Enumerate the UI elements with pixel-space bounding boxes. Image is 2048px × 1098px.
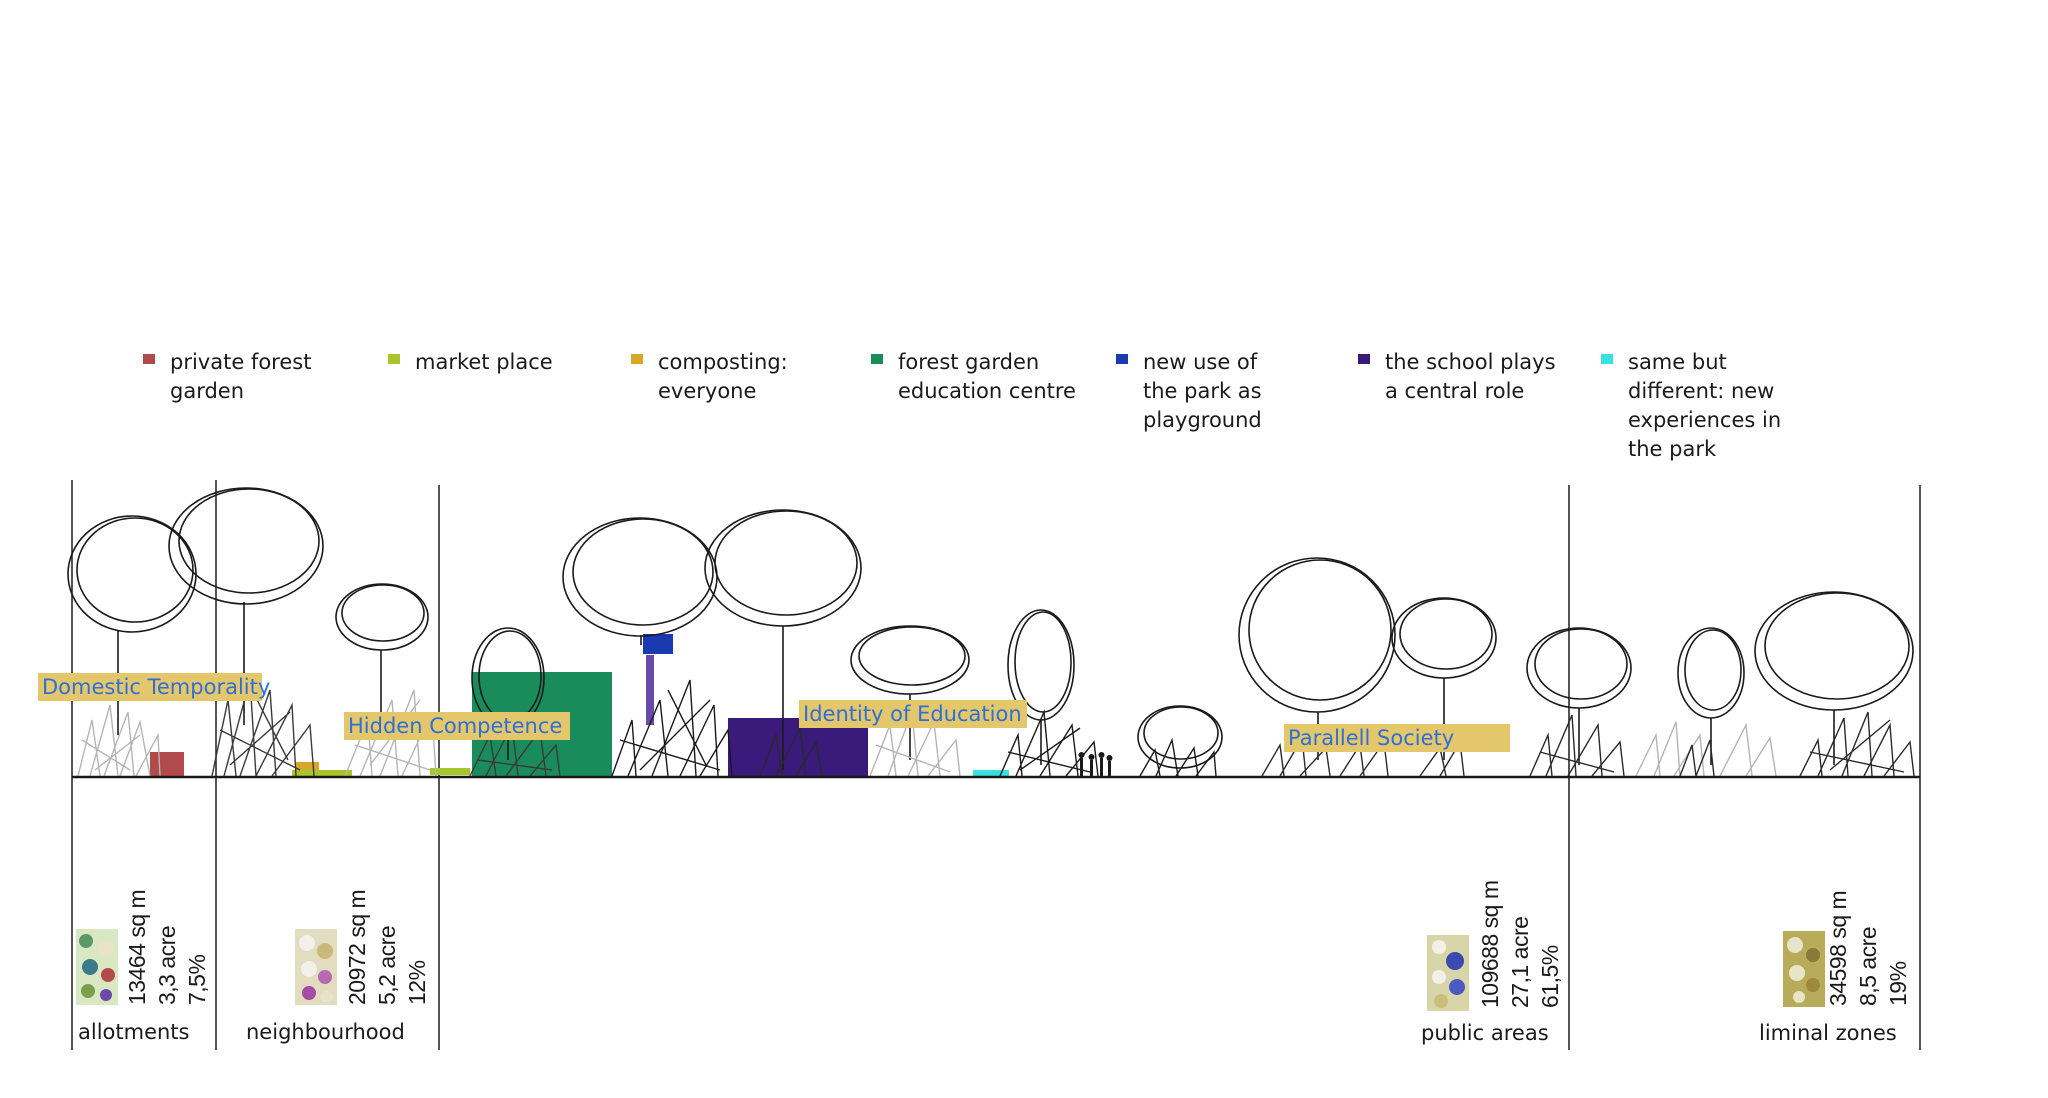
legend-swatch	[631, 354, 643, 364]
tree	[850, 625, 970, 760]
tree	[1137, 705, 1223, 769]
shrub	[1799, 711, 1915, 777]
zone-acre: 5,2 acre	[374, 925, 400, 1005]
theme-label-hidden-competence: Hidden Competence	[344, 712, 570, 740]
legend-swatch	[1116, 354, 1128, 364]
theme-label-parallell-society: Parallell Society	[1284, 724, 1510, 752]
shrub	[1529, 714, 1625, 777]
legend-label: market place	[415, 350, 553, 374]
zone-stats-public-areas: 109688 sq m 27,1 acre 61,5%	[1475, 881, 1565, 1008]
tree	[1754, 591, 1914, 765]
zone-share: 19%	[1885, 961, 1911, 1006]
legend-swatch	[871, 354, 883, 364]
legend-swatch	[1358, 354, 1370, 364]
theme-label-domestic-temporality: Domestic Temporality	[38, 673, 270, 701]
zone-area: 34598 sq m	[1825, 890, 1851, 1006]
legend-label: private forest garden	[170, 350, 312, 403]
zone-thumbnail-allotments	[76, 929, 118, 1005]
zone-area: 20972 sq m	[344, 889, 370, 1005]
tree	[562, 517, 718, 645]
shrub	[759, 725, 823, 777]
legend-label: same but different: new experiences in t…	[1628, 350, 1782, 461]
tree	[1007, 609, 1075, 765]
theme-label-identity-of-education: Identity of Education	[799, 700, 1027, 728]
zone-share: 7,5%	[184, 954, 210, 1005]
legend-label: composting: everyone	[658, 350, 788, 403]
zone-name-neighbourhood: neighbourhood	[246, 1020, 405, 1044]
shrub	[999, 709, 1099, 777]
zone-acre: 27,1 acre	[1507, 916, 1533, 1008]
zone-stats-liminal-zones: 34598 sq m 8,5 acre 19%	[1823, 891, 1913, 1006]
legend-label: forest garden education centre	[898, 350, 1076, 403]
public-areas-plan-thumbnail	[1427, 935, 1469, 1011]
legend-label: new use of the park as playground	[1143, 350, 1262, 432]
zone-area: 109688 sq m	[1477, 880, 1503, 1008]
tree	[1238, 557, 1396, 760]
shrub	[1635, 721, 1777, 777]
zone-name-public-areas: public areas	[1421, 1021, 1549, 1045]
zone-name-allotments: allotments	[78, 1020, 190, 1044]
legend-swatch	[143, 354, 155, 364]
zone-name-liminal-zones: liminal zones	[1759, 1021, 1897, 1045]
neighbourhood-plan-thumbnail	[295, 929, 337, 1005]
shrub	[77, 704, 161, 777]
market-place-block	[295, 762, 319, 772]
playground-ladder	[646, 655, 654, 725]
zone-area: 13464 sq m	[124, 889, 150, 1005]
legend-label: the school plays a central role	[1385, 350, 1556, 403]
zone-stats-allotments: 13464 sq m 3,3 acre 7,5%	[122, 890, 212, 1005]
zone-dividers	[71, 480, 1921, 1050]
new-experience-block	[973, 770, 1009, 776]
market-place-strip-2	[430, 768, 470, 775]
zone-share: 61,5%	[1537, 945, 1563, 1008]
tree	[1526, 627, 1632, 765]
allotments-plan-thumbnail	[76, 929, 118, 1005]
legend-swatch	[1601, 354, 1613, 364]
private-forest-garden-block	[150, 752, 184, 776]
market-place-strip	[292, 770, 352, 776]
zone-acre: 8,5 acre	[1855, 926, 1881, 1006]
zone-thumbnail-neighbourhood	[295, 929, 337, 1005]
tree	[704, 509, 862, 770]
liminal-zones-plan-thumbnail	[1783, 931, 1825, 1007]
zone-thumbnail-public-areas	[1427, 935, 1469, 1011]
legend-swatch	[388, 354, 400, 364]
zone-acre: 3,3 acre	[154, 925, 180, 1005]
zone-share: 12%	[404, 960, 430, 1005]
tree	[1677, 627, 1745, 765]
zone-thumbnail-liminal-zones	[1783, 931, 1825, 1007]
shrub	[611, 679, 733, 777]
shrub	[1679, 739, 1715, 777]
tree	[67, 515, 197, 735]
zone-stats-neighbourhood: 20972 sq m 5,2 acre 12%	[342, 890, 432, 1005]
playground-block	[643, 634, 673, 654]
people-silhouettes	[1078, 752, 1113, 776]
shrub	[1139, 737, 1217, 777]
